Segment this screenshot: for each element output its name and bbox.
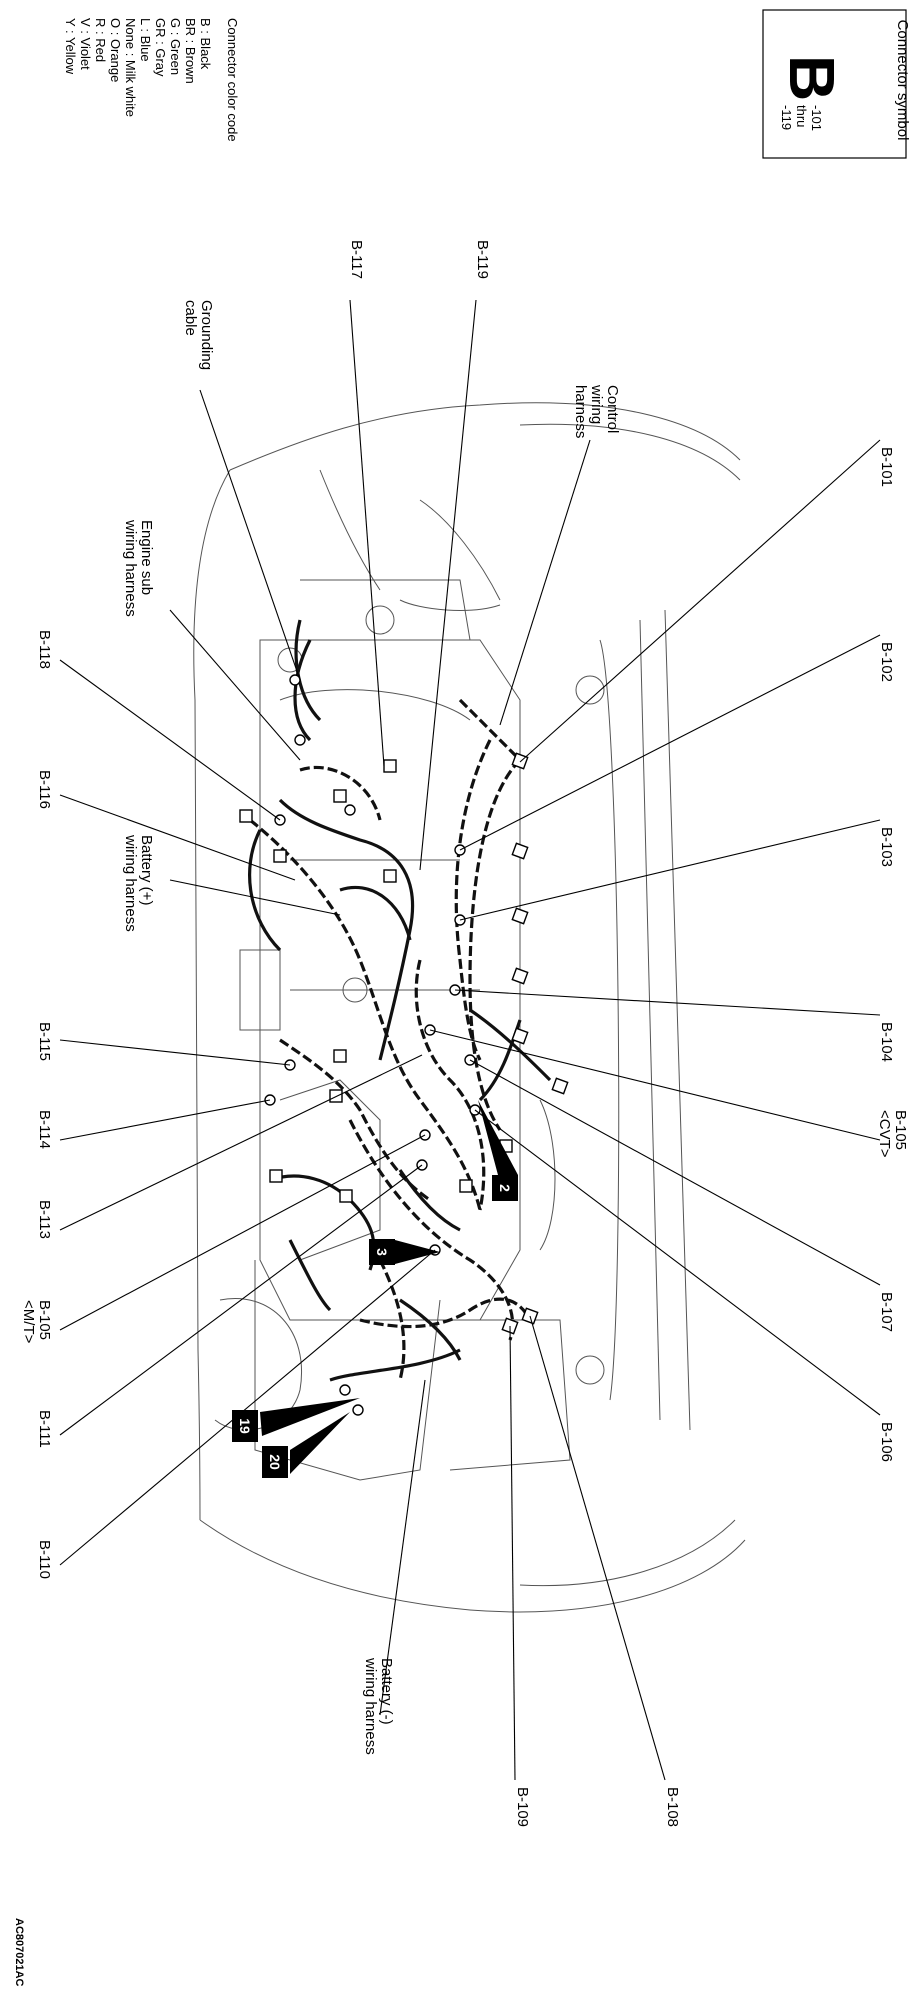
label-b101: B-101 <box>878 447 895 487</box>
label-b117: B-117 <box>348 240 365 279</box>
top-labels: B-117 B-119 Grounding cable Control wiri… <box>122 240 621 1755</box>
label-b116: B-116 <box>36 770 53 809</box>
color-code-legend: Connector color code B : Black BR : Brow… <box>63 18 240 142</box>
vehicle-outline <box>193 402 746 1613</box>
symbol-range-word: thru <box>794 105 809 127</box>
callout-wedge-20 <box>290 1412 350 1474</box>
label-b103: B-103 <box>878 827 895 867</box>
left-labels: B-118 B-116 B-115 B-114 B-113 B-105 <M/T… <box>20 630 53 1579</box>
symbol-letter: B <box>776 55 848 101</box>
color-code-item: Y : Yellow <box>63 18 78 75</box>
label-control-harness-line3: harness <box>572 385 589 438</box>
color-code-item: L : Blue <box>138 18 153 62</box>
callout-number-3: 3 <box>374 1248 390 1256</box>
callout-wedge-2 <box>478 1100 518 1175</box>
callout-box-2 <box>492 1175 518 1201</box>
color-code-item: None : Milk white <box>123 18 138 117</box>
label-b105-cvt: B-105 <box>892 1110 909 1150</box>
label-b104: B-104 <box>878 1022 895 1062</box>
label-b105-mt-qualifier: <M/T> <box>20 1300 37 1344</box>
label-control-harness-line2: wiring <box>588 384 605 424</box>
label-b102: B-102 <box>878 642 895 682</box>
label-b107: B-107 <box>878 1292 895 1332</box>
callout-wedge-19 <box>260 1398 360 1436</box>
label-battery-neg-harness-line1: Battery (-) <box>378 1658 395 1725</box>
label-b111: B-111 <box>36 1410 53 1448</box>
color-code-item: O : Orange <box>108 18 123 82</box>
symbol-title: Connector symbol <box>894 20 911 141</box>
label-battery-pos-harness-line1: Battery (+) <box>138 835 155 905</box>
callout-number-2: 2 <box>497 1184 513 1192</box>
label-b105-cvt-qualifier: <CVT> <box>876 1110 893 1158</box>
label-b110: B-110 <box>36 1540 53 1579</box>
callout-markers: 2 3 19 20 <box>232 1100 518 1478</box>
color-code-item: G : Green <box>168 18 183 75</box>
callout-wedge-3 <box>395 1240 440 1264</box>
label-b108: B-108 <box>664 1787 681 1827</box>
callout-box-3 <box>369 1239 395 1265</box>
label-battery-pos-harness-line2: wiring harness <box>122 834 139 932</box>
right-labels: B-101 B-102 B-103 B-104 B-105 <CVT> B-10… <box>514 447 909 1827</box>
label-b109: B-109 <box>514 1787 531 1827</box>
figure-code: AC807021AC <box>13 1918 25 1987</box>
label-b115: B-115 <box>36 1022 53 1061</box>
callout-box-19 <box>232 1410 258 1442</box>
wiring-harness-lines <box>248 619 552 1382</box>
callout-number-20: 20 <box>267 1454 283 1470</box>
label-b106: B-106 <box>878 1422 895 1462</box>
callout-number-19: 19 <box>237 1418 253 1434</box>
color-code-item: R : Red <box>93 18 108 62</box>
color-code-item: BR : Brown <box>183 18 198 84</box>
label-engine-sub-harness-line1: Engine sub <box>138 520 155 595</box>
connector-symbol-box: Connector symbol B -101 thru -119 <box>762 9 911 159</box>
color-code-item: GR : Gray <box>153 18 168 77</box>
label-engine-sub-harness-line2: wiring harness <box>122 519 139 617</box>
color-code-title: Connector color code <box>225 18 240 142</box>
label-b113: B-113 <box>36 1200 53 1239</box>
leader-lines <box>59 299 881 1781</box>
label-b118: B-118 <box>36 630 53 669</box>
color-code-item: B : Black <box>198 18 213 70</box>
symbol-range-from: -101 <box>809 105 824 131</box>
label-grounding-cable-line2: cable <box>182 300 199 336</box>
label-control-harness-line1: Control <box>604 385 621 433</box>
label-grounding-cable-line1: Grounding <box>198 300 215 370</box>
figure-code-group: AC807021AC <box>13 1918 25 1987</box>
label-battery-neg-harness-line2: wiring harness <box>362 1657 379 1755</box>
symbol-range-to: -119 <box>779 105 794 130</box>
label-b114: B-114 <box>36 1110 53 1149</box>
label-b105-mt: B-105 <box>36 1300 53 1340</box>
color-code-item: V : Violet <box>78 18 93 70</box>
callout-box-20 <box>262 1446 288 1478</box>
label-b119: B-119 <box>474 240 491 279</box>
